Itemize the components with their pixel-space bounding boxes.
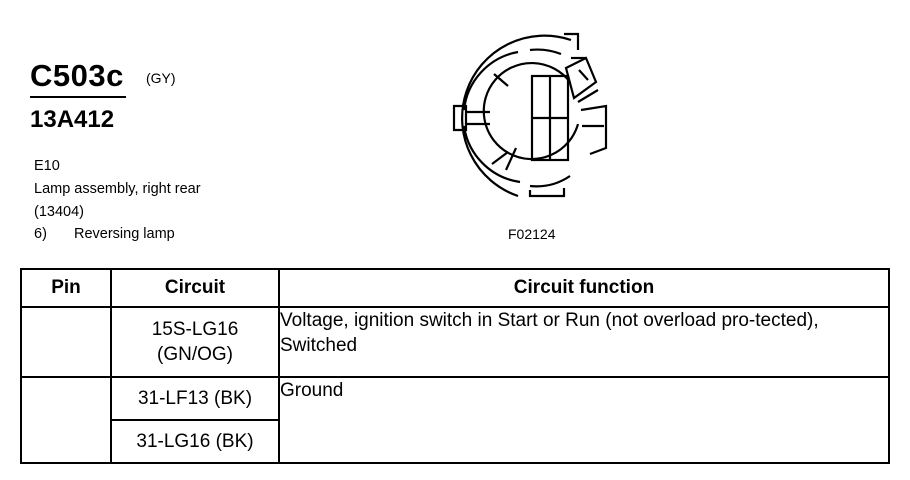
pin-cell xyxy=(20,376,112,464)
circuit-cell: 31-LG16 (BK) xyxy=(110,419,280,464)
circuit-function-column-header: Circuit function xyxy=(278,268,890,308)
connector-face-drawing xyxy=(452,32,608,198)
part-number: 13A412 xyxy=(30,106,115,133)
connector-id: C503c xyxy=(30,58,124,93)
title-rule xyxy=(30,96,126,98)
circuit-function-cell: Voltage, ignition switch in Start or Run… xyxy=(278,306,890,378)
connector-color: (GY) xyxy=(146,70,176,86)
pin-entry: 6) Reversing lamp xyxy=(34,225,175,243)
figure-id: F02124 xyxy=(508,226,556,242)
circuit-cell: 31-LF13 (BK) xyxy=(110,376,280,421)
pin-column-header: Pin xyxy=(20,268,112,308)
circuit-function-cell: Ground xyxy=(278,376,890,464)
component-name: Lamp assembly, right rear xyxy=(34,181,201,197)
table-row: 15S-LG16 (GN/OG) Voltage, ignition switc… xyxy=(20,306,890,378)
circuit-color: (GN/OG) xyxy=(157,344,233,365)
pin-cell xyxy=(20,306,112,378)
circuit-column-header: Circuit xyxy=(110,268,280,308)
circuit-code: 15S-LG16 xyxy=(151,319,239,340)
pin-entry-label: Reversing lamp xyxy=(74,226,175,242)
circuit-cell: 15S-LG16 (GN/OG) xyxy=(110,306,280,378)
component-base-number: (13404) xyxy=(34,204,84,220)
table-row: 31-LG16 (BK) xyxy=(21,419,889,464)
component-code: E10 xyxy=(34,158,60,174)
pinout-table: Pin Circuit Circuit function 15S-LG16 (G… xyxy=(20,268,890,464)
pin-entry-number: 6) xyxy=(34,226,47,242)
table-header-row: Pin Circuit Circuit function xyxy=(20,268,890,308)
table-row: 31-LF13 (BK) Ground xyxy=(20,376,890,464)
